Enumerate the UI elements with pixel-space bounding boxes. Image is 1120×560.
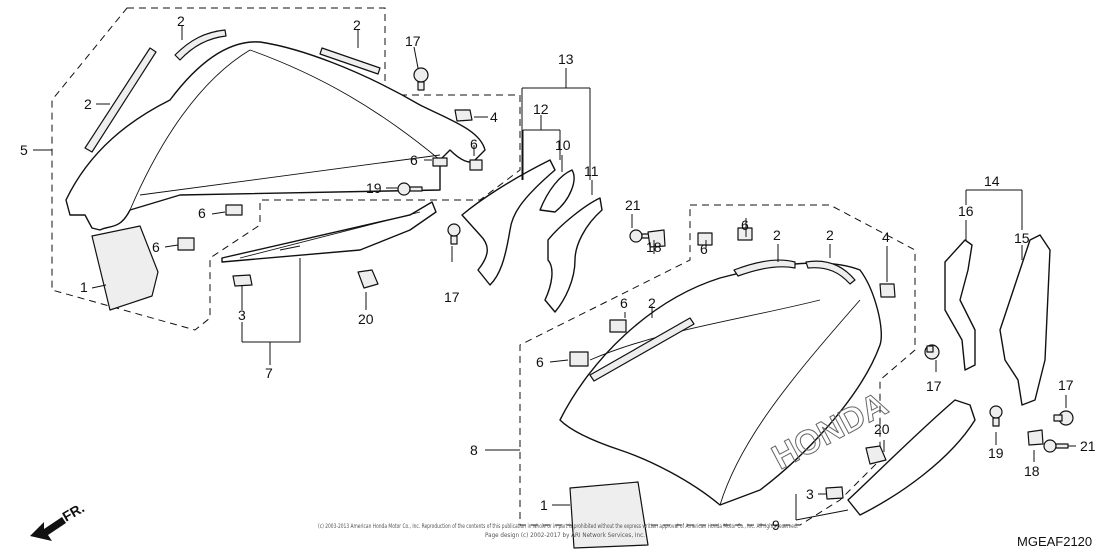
callout-2: 2 — [826, 227, 834, 243]
callout-labels: 2 2 2 17 5 4 6 6 19 6 6 1 3 7 20 17 13 1… — [20, 13, 1096, 533]
callout-12: 12 — [533, 101, 549, 117]
callout-6: 6 — [741, 217, 749, 233]
clip-part-4b — [879, 283, 896, 298]
screw-part-19a — [397, 182, 423, 196]
lower-cover-part-9 — [847, 399, 976, 516]
side-cover-part-8 — [559, 262, 882, 506]
callout-3: 3 — [238, 307, 246, 323]
strip-part-2c — [319, 47, 381, 75]
callout-19: 19 — [988, 445, 1004, 461]
clip-part-6e — [609, 319, 627, 333]
callout-2: 2 — [84, 96, 92, 112]
inner-bracket-part-7 — [221, 201, 437, 263]
callout-6: 6 — [620, 295, 628, 311]
bracket-part-16 — [944, 239, 976, 371]
bolt-part-17c — [924, 344, 940, 360]
copyright-line-2: Page design (c) 2002-2017 by ARI Network… — [485, 532, 645, 539]
clip-part-6h — [737, 227, 753, 241]
callout-1: 1 — [80, 279, 88, 295]
cowl-inner-edge — [129, 49, 441, 211]
front-direction-marker: FR. — [30, 499, 87, 541]
callout-1: 1 — [540, 497, 548, 513]
bracket-part-11 — [544, 197, 603, 313]
callout-21: 21 — [1080, 438, 1096, 454]
nut-part-18b — [1027, 429, 1044, 446]
callout-18: 18 — [646, 239, 662, 255]
bracket-ribs — [239, 211, 421, 259]
callout-3: 3 — [806, 486, 814, 502]
callout-20: 20 — [874, 421, 890, 437]
nut-part-18a — [647, 229, 666, 248]
callout-10: 10 — [555, 137, 571, 153]
leader-lines — [33, 25, 1076, 521]
group-outlines — [51, 7, 916, 526]
pad-part-3a — [232, 274, 253, 287]
callout-6: 6 — [536, 354, 544, 370]
callout-19: 19 — [366, 180, 382, 196]
clip-part-6b — [469, 159, 483, 171]
callout-21: 21 — [625, 197, 641, 213]
pad-part-1a — [91, 225, 159, 311]
bracket-part-10 — [539, 169, 575, 213]
screw-part-21b — [1043, 439, 1069, 453]
callout-17: 17 — [1058, 377, 1074, 393]
diagram-code: MGEAF2120 — [1017, 534, 1092, 549]
clip-part-6g — [697, 232, 713, 246]
strip-part-2e — [733, 259, 796, 277]
nut-part-20a — [357, 269, 379, 289]
bolt-part-17a — [413, 67, 429, 91]
callout-20: 20 — [358, 311, 374, 327]
nut-part-20b — [865, 445, 887, 465]
bolt-part-17d — [1053, 410, 1074, 426]
pad-part-1b — [569, 481, 649, 549]
callout-17: 17 — [444, 289, 460, 305]
strip-part-2d — [589, 317, 695, 382]
clip-part-6f — [569, 351, 589, 367]
screw-part-19b — [989, 405, 1003, 427]
strip-part-2b — [174, 29, 227, 61]
callout-8: 8 — [470, 442, 478, 458]
cover-fold-line — [589, 299, 861, 506]
callout-5: 5 — [20, 142, 28, 158]
front-arrow-icon — [30, 517, 66, 541]
bracket-part-15 — [999, 234, 1051, 406]
callout-6: 6 — [470, 136, 478, 152]
group-8-outline — [519, 204, 916, 526]
strip-part-2a — [84, 47, 157, 153]
clip-part-4a — [454, 109, 473, 122]
callout-2: 2 — [773, 227, 781, 243]
clip-part-6c — [225, 204, 243, 216]
callout-15: 15 — [1014, 230, 1030, 246]
callout-14: 14 — [984, 173, 1000, 189]
callout-6: 6 — [700, 241, 708, 257]
callout-13: 13 — [558, 51, 574, 67]
callout-17: 17 — [926, 378, 942, 394]
callout-16: 16 — [958, 203, 974, 219]
bracket-part-12 — [461, 159, 556, 286]
screw-part-21a — [629, 229, 653, 243]
callout-2: 2 — [177, 13, 185, 29]
callout-2: 2 — [648, 295, 656, 311]
callout-9: 9 — [772, 517, 780, 533]
callout-2: 2 — [353, 17, 361, 33]
pad-part-3b — [825, 486, 844, 500]
upper-cowl-part-5 — [65, 41, 486, 231]
bolt-part-17b — [447, 223, 461, 245]
callout-18: 18 — [1024, 463, 1040, 479]
callout-11: 11 — [584, 163, 599, 179]
clip-part-6d — [177, 237, 195, 251]
callout-6: 6 — [198, 205, 206, 221]
callout-4: 4 — [490, 109, 498, 125]
callout-4: 4 — [882, 229, 890, 245]
parts: HONDA — [65, 29, 1074, 549]
strip-part-2f — [805, 260, 856, 285]
callout-7: 7 — [265, 365, 273, 381]
callout-6: 6 — [152, 239, 160, 255]
clip-part-6a — [432, 157, 448, 167]
callout-17: 17 — [405, 33, 421, 49]
copyright-line-1: (c) 2003-2013 American Honda Motor Co., … — [318, 523, 798, 530]
callout-6: 6 — [410, 152, 418, 168]
